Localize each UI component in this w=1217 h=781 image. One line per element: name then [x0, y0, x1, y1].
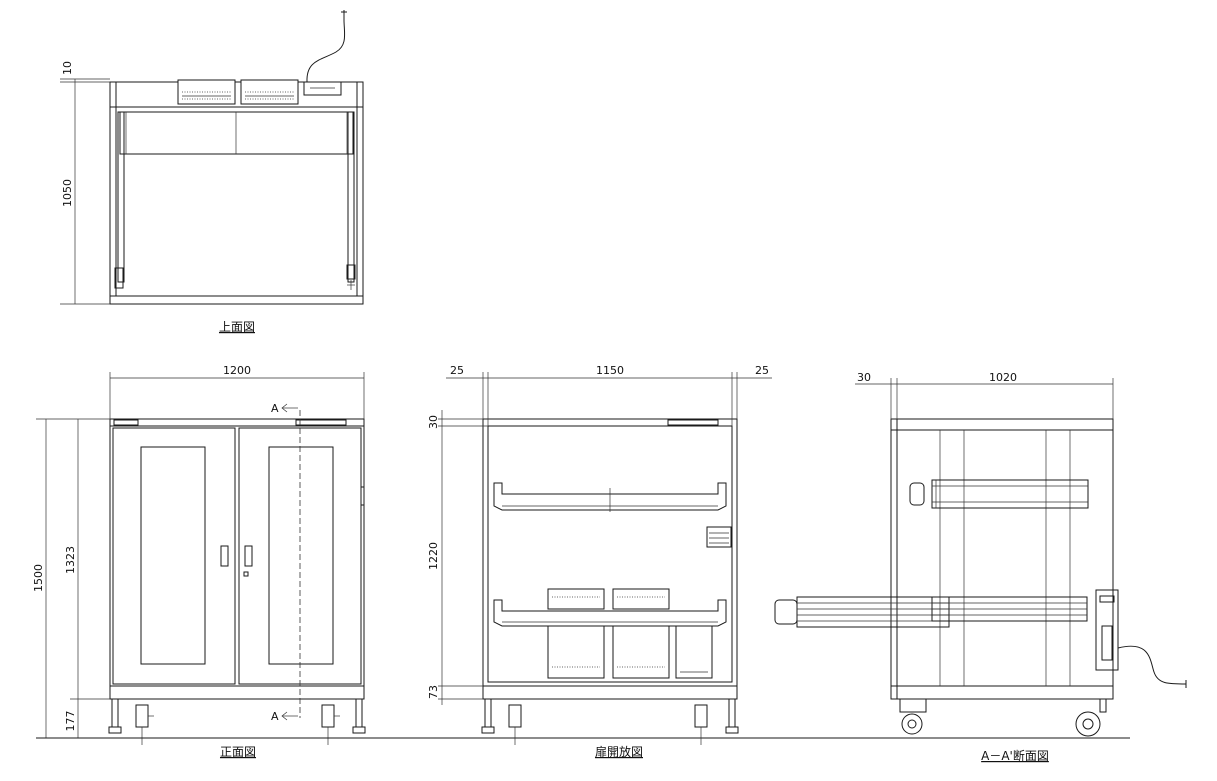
power-cable: [306, 19, 346, 83]
legs: [108, 698, 366, 745]
caster-icon: [508, 704, 522, 728]
lower-shelf: [493, 599, 727, 627]
controller-unit: [240, 79, 299, 105]
dim-front-height: 1500: [32, 564, 45, 592]
module-top: [547, 588, 605, 610]
lock-icon: [243, 571, 249, 577]
section-marker-bottom: A: [271, 710, 279, 723]
caption-top-view: 上面図: [219, 320, 255, 334]
door-handle: [244, 545, 253, 567]
upper-drawer: [931, 479, 1089, 509]
left-window: [140, 446, 206, 665]
power-box: [1095, 589, 1119, 671]
door-handle: [220, 545, 229, 567]
dim-open-top: 30: [427, 415, 440, 429]
power-cable: [1117, 645, 1187, 685]
section-body: [890, 418, 1114, 700]
dim-open-inner-width: 1150: [596, 364, 624, 377]
top-view: 10 1050 上面図: [60, 10, 364, 334]
right-window: [268, 446, 334, 665]
cabinet-body: [109, 418, 365, 700]
door-open-view: 25 1150 25 30 1220 73 扉開放図: [427, 364, 772, 759]
front-view: A A 1200 1500 1323 177 正面図: [32, 364, 366, 759]
dim-open-inner-height: 1220: [427, 542, 440, 570]
upper-shelf: [493, 482, 727, 511]
module-bottom: [612, 625, 670, 679]
lower-drawer-extended: [796, 596, 950, 628]
dim-front-base: 177: [64, 711, 77, 732]
caster-icon: [135, 704, 149, 728]
dim-section-depth: 1020: [989, 371, 1017, 384]
left-door: [112, 427, 236, 685]
dim-open-left: 25: [450, 364, 464, 377]
side-rail: [117, 111, 125, 283]
module-top: [612, 588, 670, 610]
top-outline: [109, 81, 364, 305]
dim-front-width: 1200: [223, 364, 251, 377]
power-box: [303, 81, 342, 96]
caster-wheel: [901, 713, 923, 735]
caption-door-open-view: 扉開放図: [595, 744, 643, 759]
caster-icon: [694, 704, 708, 728]
dim-top-offset: 10: [61, 61, 74, 75]
caption-section-view: A－A'断面図: [981, 748, 1049, 763]
caster-wheel: [1075, 711, 1101, 737]
caption-front-view: 正面図: [220, 745, 256, 759]
dim-section-offset: 30: [857, 371, 871, 384]
cabinet-frame: [482, 418, 738, 700]
dim-front-body: 1323: [64, 546, 77, 574]
dim-open-right: 25: [755, 364, 769, 377]
section-view: 30 1020 A－A'断面図: [774, 371, 1187, 763]
dim-top-depth: 1050: [61, 179, 74, 207]
dim-open-bottom: 73: [427, 685, 440, 699]
section-marker-top: A: [271, 402, 279, 415]
controller-unit: [177, 79, 236, 105]
caster-icon: [321, 704, 335, 728]
control-panel: [706, 526, 732, 548]
heater-panel: [119, 111, 354, 155]
module-bottom: [547, 625, 605, 679]
